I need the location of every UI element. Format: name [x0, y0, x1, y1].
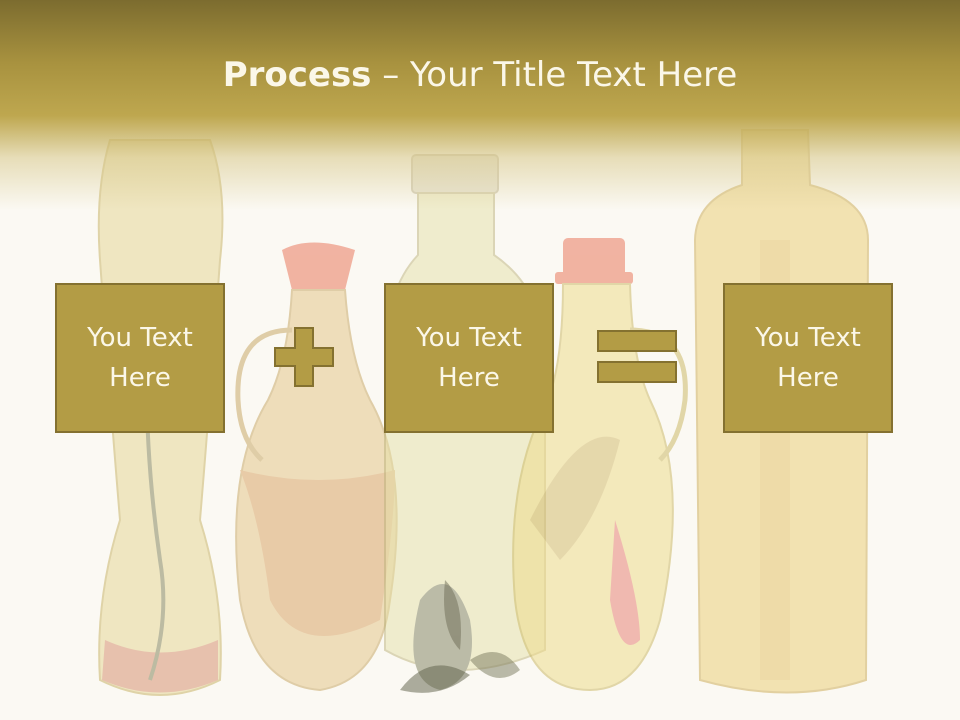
title-bold: Process [222, 55, 372, 95]
plus-icon [274, 327, 334, 387]
step-1-text: You Text Here [87, 323, 193, 393]
step-2-text: You Text Here [416, 323, 522, 393]
process-result[interactable]: You Text Here [723, 283, 893, 433]
process-step-1[interactable]: You Text Here [55, 283, 225, 433]
slide-title: Process – Your Title Text Here [0, 52, 960, 98]
decanter-left [235, 242, 398, 692]
process-step-2[interactable]: You Text Here [384, 283, 554, 433]
result-text: You Text Here [755, 323, 861, 393]
title-banner [0, 0, 960, 210]
leaves [400, 580, 520, 693]
title-rest: – Your Title Text Here [371, 55, 738, 95]
equals-icon [597, 330, 677, 383]
